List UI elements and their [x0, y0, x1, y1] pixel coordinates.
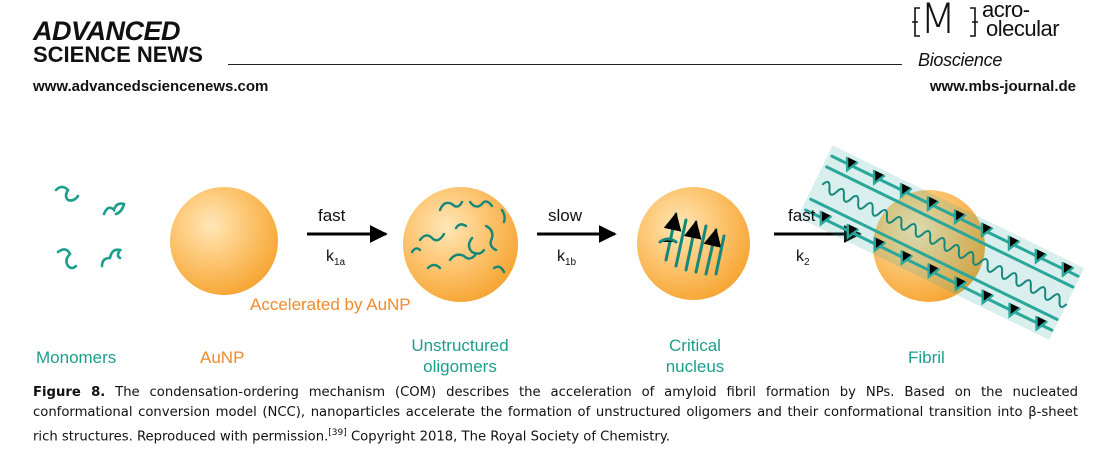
- step2-rate-constant: k1b: [557, 248, 577, 269]
- logo-bioscience: Bioscience: [918, 50, 1003, 70]
- step3-rate-constant: k2: [796, 248, 810, 269]
- logo-m-letter: M: [920, 0, 957, 43]
- oligomer-strands: [410, 200, 506, 274]
- accelerated-label: Accelerated by AuNP: [250, 295, 411, 314]
- label-monomers: Monomers: [36, 348, 117, 367]
- publisher-url[interactable]: www.advancedsciencenews.com: [33, 78, 269, 95]
- figure-graphics: [54, 145, 1085, 340]
- caption-label: Figure 8.: [33, 385, 106, 400]
- label-nucleus: Critical nucleus: [665, 336, 725, 376]
- caption-text: The condensation-ordering mechanism (COM…: [33, 385, 1078, 445]
- publisher-logo: ADVANCED SCIENCE NEWS: [33, 18, 203, 66]
- aunp-sphere: [170, 187, 278, 295]
- publisher-name-line1: ADVANCED: [33, 16, 181, 46]
- nucleus-beta-sheets: [658, 212, 726, 276]
- journal-url[interactable]: www.mbs-journal.de: [929, 78, 1076, 95]
- label-oligomers: Unstructured oligomers: [411, 336, 509, 376]
- fibril-helices: [797, 145, 1085, 340]
- nucleus-sphere: [637, 187, 750, 300]
- caption-copyright: Copyright 2018, The Royal Society of Che…: [350, 429, 670, 445]
- step1-rate-constant: k1a: [326, 248, 346, 269]
- logo-olecular: olecular: [986, 16, 1060, 41]
- figure-caption: Figure 8. The condensation-ordering mech…: [33, 383, 1078, 447]
- header-rule: [228, 64, 902, 65]
- label-aunp: AuNP: [200, 348, 245, 367]
- step1-speed: fast: [318, 206, 346, 225]
- step3-speed: fast: [788, 206, 816, 225]
- monomer-squiggles: [54, 185, 126, 270]
- caption-reference[interactable]: [39]: [328, 428, 347, 438]
- publisher-name-line2: SCIENCE NEWS: [33, 42, 203, 67]
- label-fibril: Fibril: [908, 348, 945, 367]
- logo-bracket-icon: [912, 7, 978, 37]
- step2-speed: slow: [548, 206, 583, 225]
- journal-logo: M acro- olecular Bioscience: [908, 0, 1083, 70]
- logo-acro: acro-: [982, 0, 1030, 22]
- mechanism-figure: fast k1a slow k1b fast k2 Accelerated by…: [0, 110, 1100, 380]
